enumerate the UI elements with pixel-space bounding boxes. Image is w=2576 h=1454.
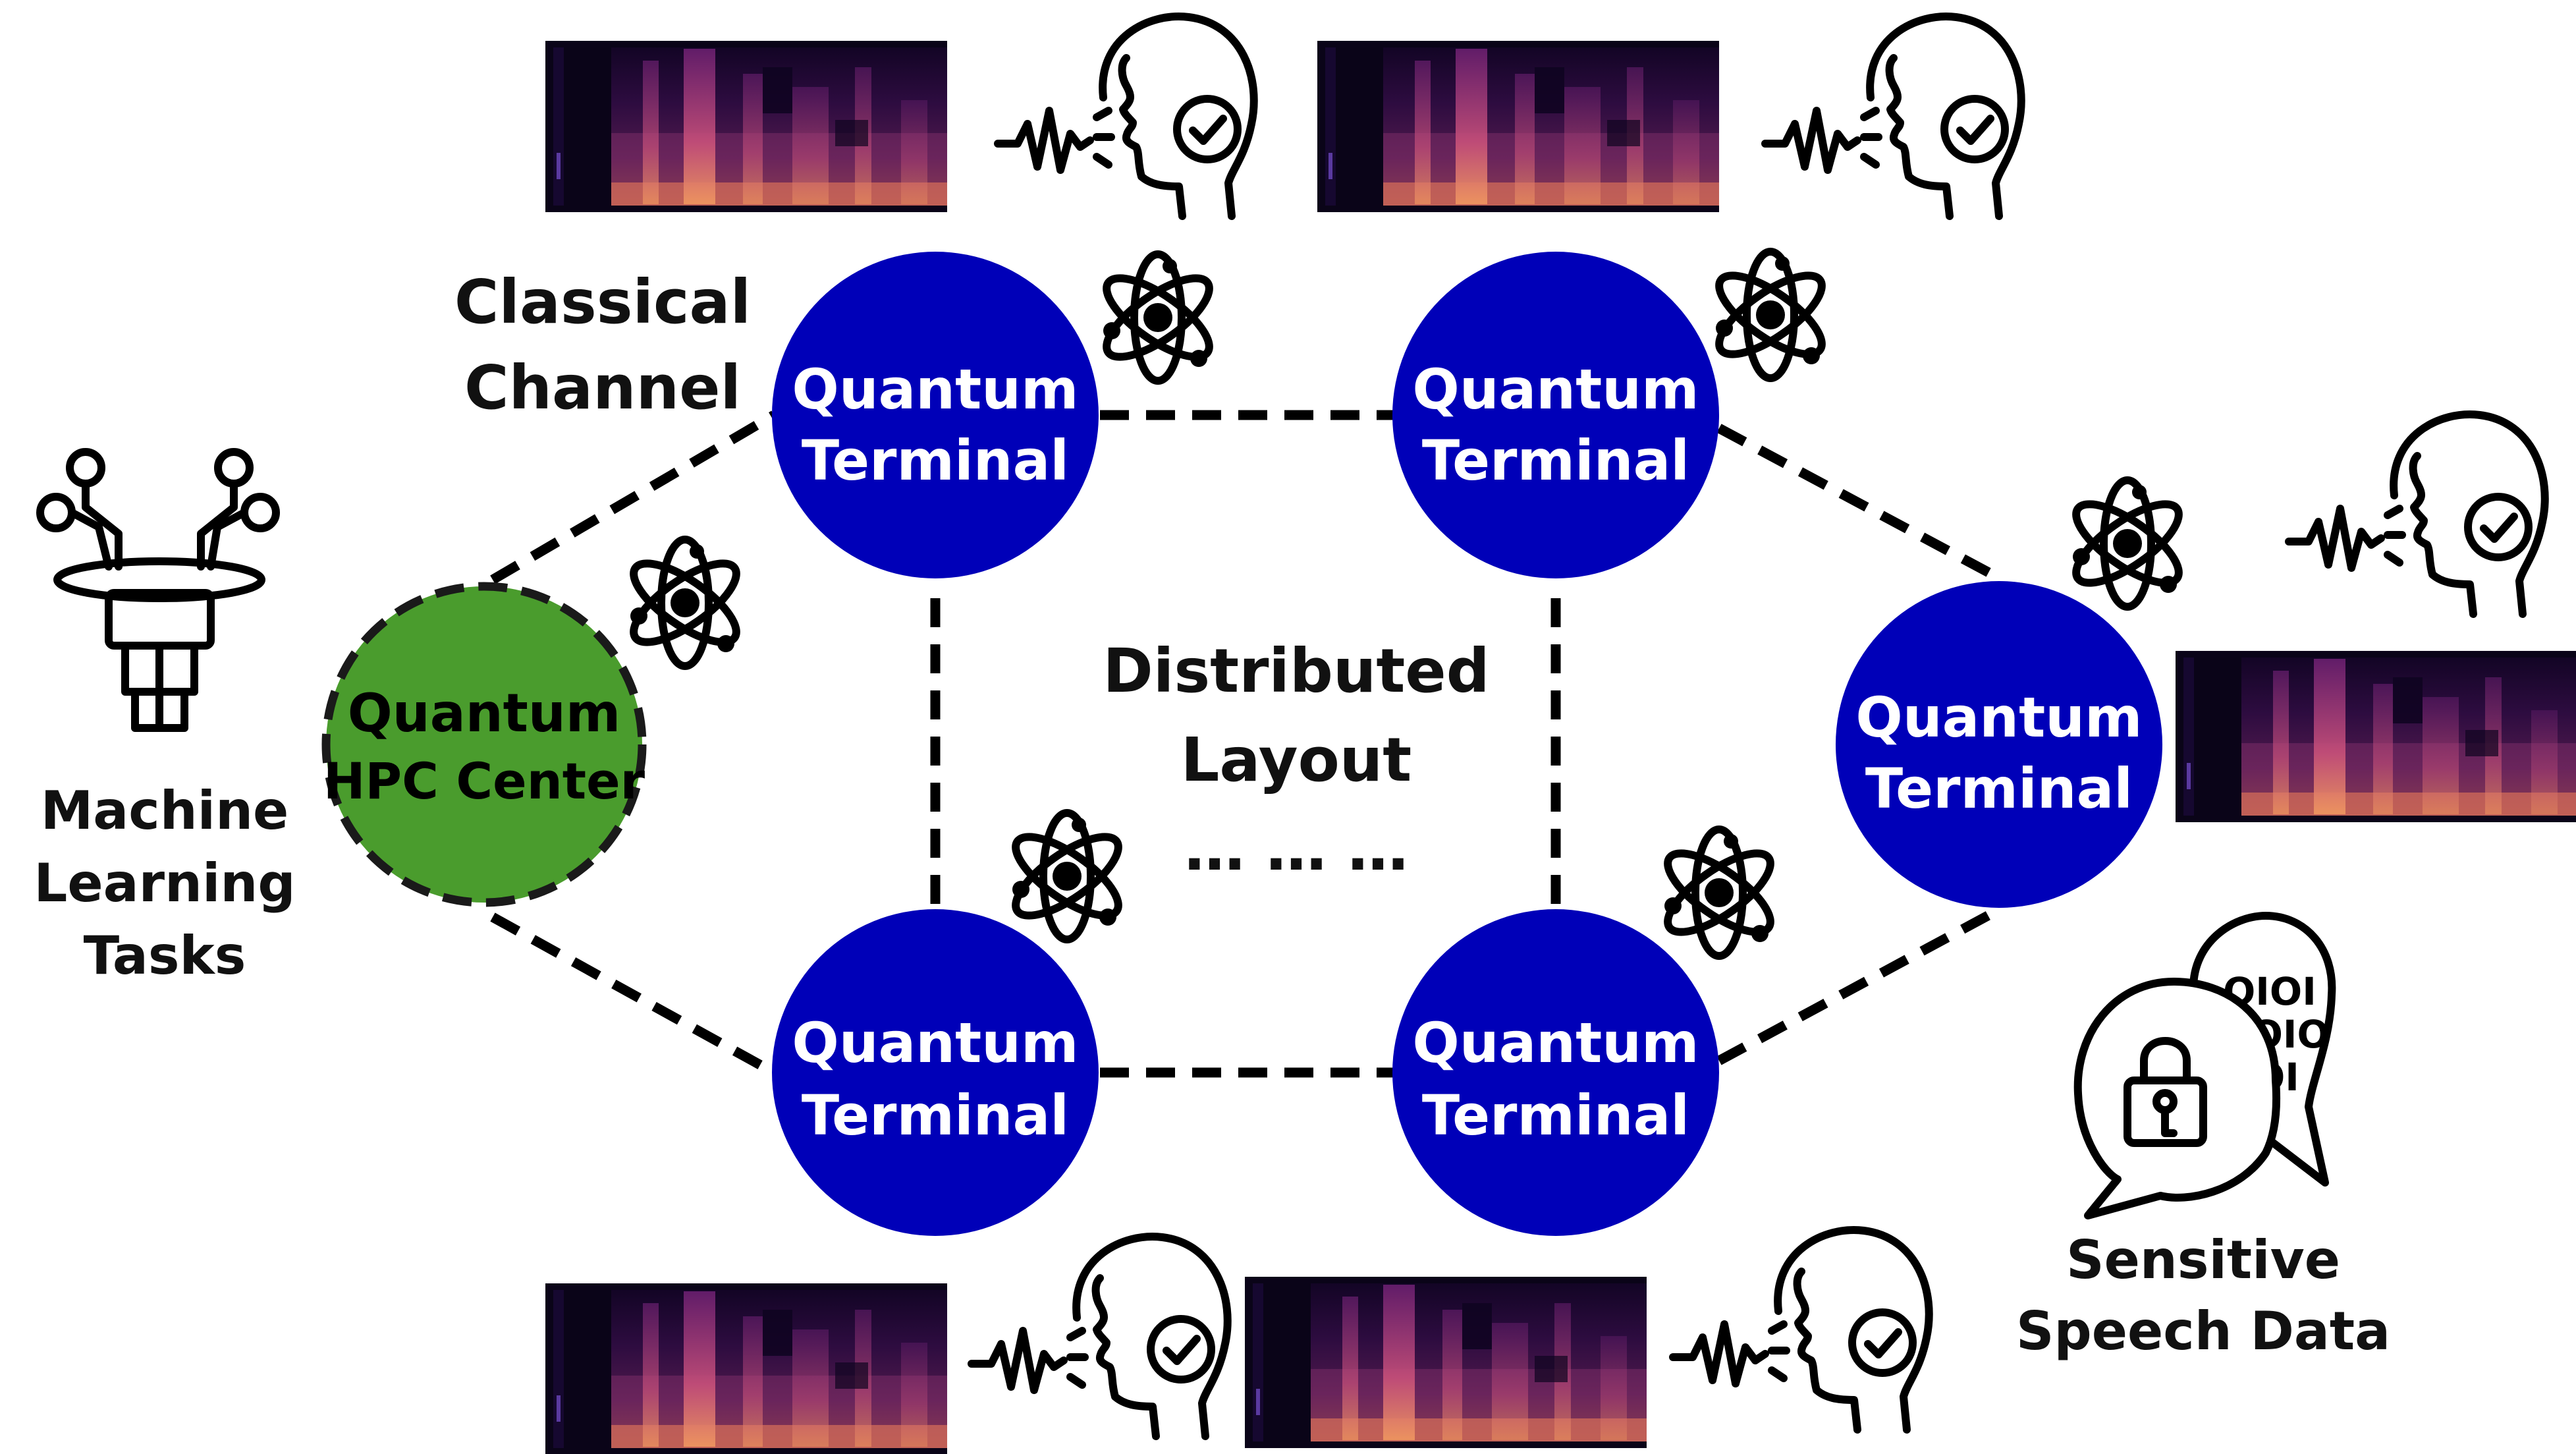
speaking-head-check-icon — [1673, 1230, 1929, 1430]
ml-tasks-label-line2: Learning — [34, 853, 295, 914]
link-terminal-tr-r — [1716, 424, 2005, 584]
speaking-head-check-icon — [1765, 16, 2021, 216]
terminal-node — [1836, 581, 2162, 908]
quantum-hpc-center: Quantum HPC Center — [321, 582, 647, 907]
hpc-label-line1: Quantum — [348, 683, 620, 744]
hpc-node — [321, 582, 647, 907]
sensitive-data-label-line2: Speech Data — [2016, 1300, 2390, 1362]
speaking-head-check-icon — [998, 16, 1254, 216]
quantum-terminal-top-right: Quantum Terminal — [1392, 252, 1719, 578]
terminal-label-line2: Terminal — [802, 428, 1069, 493]
terminal-label-line2: Terminal — [802, 1083, 1069, 1148]
ml-tasks-label-line3: Tasks — [84, 925, 246, 986]
terminal-node — [772, 252, 1099, 578]
spectrogram-image — [1245, 1277, 1647, 1448]
terminal-label-line2: Terminal — [1422, 1083, 1689, 1148]
classical-channel-links — [490, 410, 2005, 1078]
ml-tasks-label-line1: Machine — [41, 780, 289, 841]
quantum-terminal-top-left: Quantum Terminal — [772, 252, 1099, 578]
atom-icon — [1708, 252, 1833, 378]
link-terminal-br-r — [1716, 903, 2005, 1065]
spectrogram-image — [1317, 41, 1719, 212]
spectrogram-image — [2176, 651, 2576, 822]
terminal-label-line1: Quantum — [792, 357, 1078, 422]
atom-icon — [1095, 254, 1220, 381]
speaking-head-check-icon — [972, 1237, 1228, 1436]
robot-claw-icon — [36, 448, 280, 732]
distributed-layout-label-line2: Layout — [1181, 725, 1412, 795]
terminal-node — [772, 909, 1099, 1236]
spectrogram-image — [545, 41, 947, 212]
speaking-head-check-icon — [2289, 414, 2545, 614]
atom-icon — [2065, 480, 2190, 607]
terminal-label-line2: Terminal — [1422, 428, 1689, 493]
sensitive-data-label-line1: Sensitive — [2066, 1229, 2340, 1291]
classical-channel-label-line1: Classical — [454, 267, 751, 337]
hpc-label-line2: HPC Center — [323, 752, 645, 810]
terminal-label-line1: Quantum — [792, 1011, 1078, 1075]
terminal-label-line1: Quantum — [1412, 357, 1699, 422]
link-hpc-terminal-bl — [490, 912, 777, 1077]
distributed-layout-label-line1: Distributed — [1103, 636, 1489, 706]
quantum-terminal-bottom-left: Quantum Terminal — [772, 909, 1099, 1236]
ellipsis-label: … … … — [1184, 814, 1408, 884]
atom-icon — [1004, 813, 1130, 939]
classical-channel-label-line2: Channel — [464, 352, 741, 423]
secure-speech-bubbles-icon: OIOI IOIO OI — [2073, 912, 2336, 1219]
terminal-node — [1392, 909, 1719, 1236]
atom-icon — [622, 540, 748, 666]
spectrogram-image — [545, 1283, 947, 1454]
terminal-node — [1392, 252, 1719, 578]
link-hpc-terminal-tl — [490, 410, 777, 584]
terminal-label-line1: Quantum — [1855, 685, 2142, 750]
terminal-label-line2: Terminal — [1865, 756, 2133, 821]
atom-icon — [1657, 829, 1782, 956]
quantum-terminal-bottom-right: Quantum Terminal — [1392, 909, 1719, 1236]
quantum-terminal-right: Quantum Terminal — [1836, 581, 2162, 908]
terminal-label-line1: Quantum — [1412, 1011, 1699, 1075]
